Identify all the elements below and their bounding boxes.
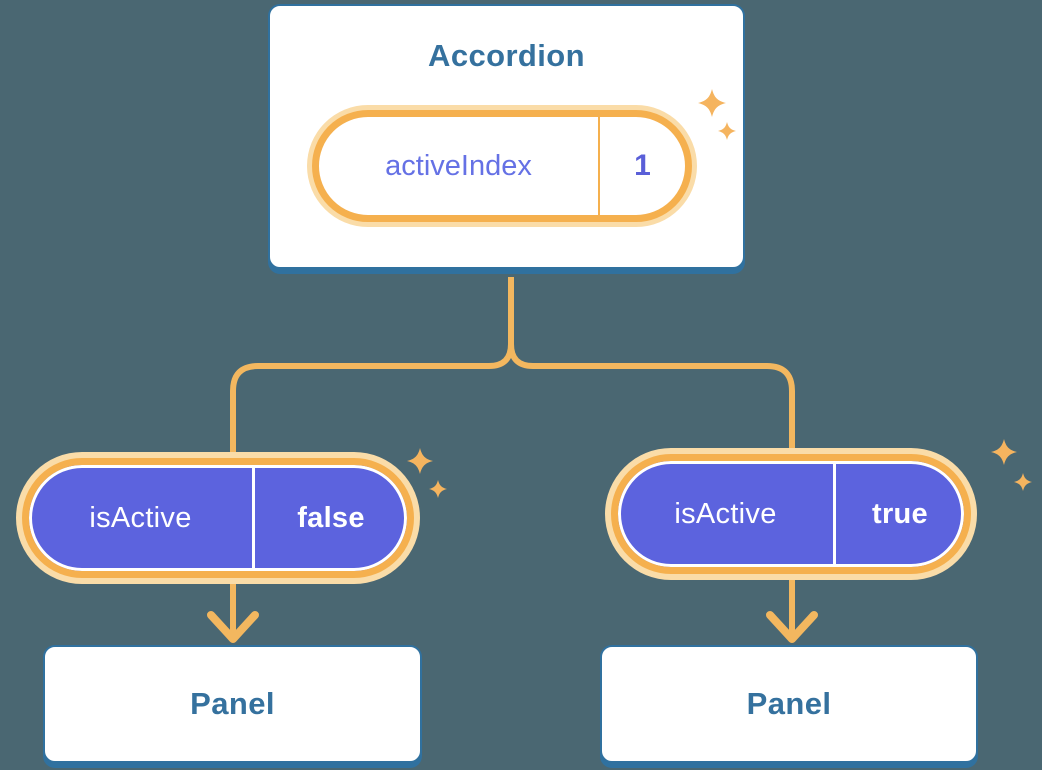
prop-pill-isactive-true: isActive true [605,448,977,580]
prop-pill-ring: isActive true [611,454,971,574]
sparkle-icon [718,122,736,140]
prop-pill-isactive-false: isActive false [16,452,420,584]
prop-value-label: true [872,497,928,530]
prop-divider [252,465,255,571]
state-pill-activeindex: activeIndex 1 [307,105,697,227]
sparkle-icon [1014,473,1032,491]
state-pill-ring: activeIndex 1 [312,110,692,222]
arrow-head-left [207,611,259,643]
sparkle-icon [429,480,447,498]
panel-box-right: Panel [600,645,978,763]
sparkle-icon [991,439,1017,465]
prop-pill-ring: isActive false [22,458,414,578]
prop-divider [833,461,836,567]
prop-name-label: isActive [89,501,192,534]
arrow-head-right [766,611,818,643]
prop-name-label: isActive [674,497,777,530]
sparkle-icon [407,448,433,474]
branch-line-left [230,277,514,456]
panel-box-left: Panel [43,645,422,763]
state-value-label: 1 [598,117,685,215]
accordion-title: Accordion [428,38,585,73]
branch-line-right [508,277,795,452]
state-name-label: activeIndex [385,149,532,182]
sparkle-icon [698,89,726,117]
prop-value-label: false [297,501,365,534]
